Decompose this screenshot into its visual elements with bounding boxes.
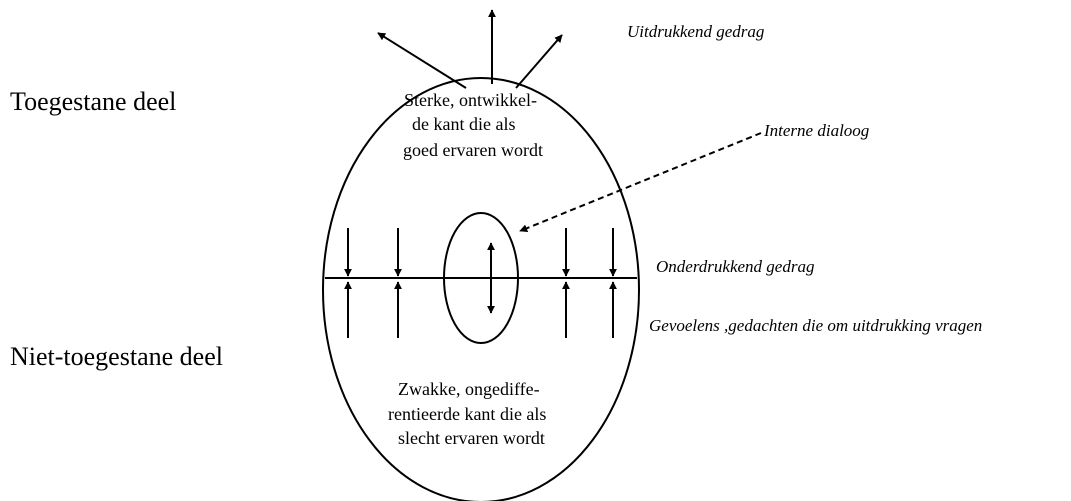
- label-feelings: Gevoelens ,gedachten die om uitdrukking …: [649, 316, 982, 335]
- bottom-text-line-3: slecht ervaren wordt: [398, 428, 545, 448]
- outer-ellipse: [322, 77, 640, 501]
- bottom-text-line-1: Zwakke, ongediffe-: [398, 379, 540, 399]
- label-bottom-part: Niet-toegestane deel: [10, 342, 223, 371]
- top-text-line-3: goed ervaren wordt: [403, 140, 543, 160]
- label-suppressive: Onderdrukkend gedrag: [656, 257, 814, 276]
- label-top-part: Toegestane deel: [10, 87, 176, 116]
- internal-dialogue-arrow: [519, 132, 762, 232]
- label-internal-dialogue: Interne dialoog: [763, 121, 869, 140]
- top-text-line-2: de kant die als: [412, 114, 515, 134]
- top-text-line-1: Sterke, ontwikkel-: [404, 90, 537, 110]
- label-expressive: Uitdrukkend gedrag: [627, 22, 764, 41]
- expressive-arrow-1: [377, 32, 467, 89]
- inner-ellipse: [443, 212, 519, 344]
- bottom-text-line-2: rentieerde kant die als: [388, 404, 546, 424]
- expressive-arrow-3: [515, 34, 563, 89]
